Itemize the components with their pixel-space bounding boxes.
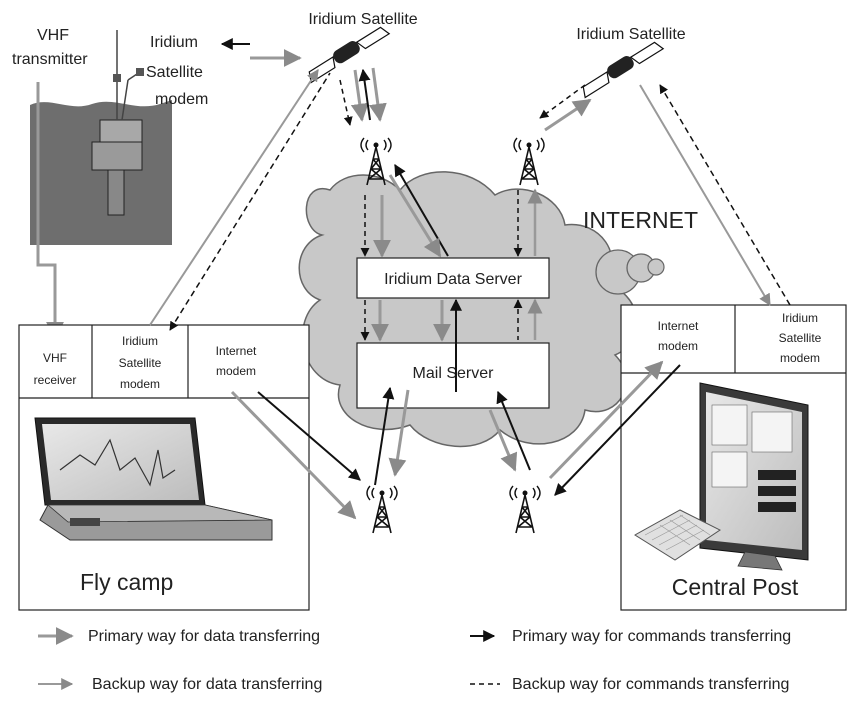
svg-text:transmitter: transmitter bbox=[12, 51, 88, 68]
internet-label: INTERNET bbox=[583, 207, 698, 233]
cp-iridium-modem-cell-line3: modem bbox=[780, 351, 820, 365]
legend-primary-commands-label: Primary way for commands transferring bbox=[512, 628, 791, 645]
central-post-title: Central Post bbox=[672, 574, 799, 600]
radio-tower-icon bbox=[366, 485, 398, 534]
iridium-satellite-left-label: Iridium Satellite bbox=[308, 11, 417, 28]
radio-tower-icon bbox=[360, 137, 392, 186]
cp-internet-modem-cell-line2: modem bbox=[658, 339, 698, 353]
command-arrow bbox=[496, 390, 531, 471]
command-arrow bbox=[374, 386, 395, 486]
command-arrow-backup bbox=[659, 84, 791, 306]
vhf-transmitter-label: VHF transmitter bbox=[12, 27, 88, 68]
data-arrow-backup bbox=[639, 84, 771, 307]
svg-text:Satellite: Satellite bbox=[146, 64, 203, 81]
data-arrow bbox=[230, 390, 357, 520]
iridium-satellite-modem-top-label: Iridium Satellite modem bbox=[146, 34, 208, 108]
keyboard-icon bbox=[634, 509, 721, 561]
svg-text:modem: modem bbox=[155, 91, 208, 108]
cp-internet-modem-cell: Internet bbox=[658, 319, 699, 333]
command-arrow-backup bbox=[169, 72, 331, 331]
data-arrow-backup bbox=[149, 68, 319, 326]
fly-camp-title: Fly camp bbox=[80, 569, 173, 595]
data-arrow-backup bbox=[544, 98, 592, 132]
iridium-modem-cell-line3: modem bbox=[120, 377, 160, 391]
legend-backup-data-label: Backup way for data transferring bbox=[92, 676, 322, 693]
legend: Primary way for data transferring Backup… bbox=[38, 627, 791, 693]
iridium-data-server: Iridium Data Server bbox=[356, 257, 550, 299]
cp-iridium-modem-cell: Iridium bbox=[782, 311, 818, 325]
internet-modem-cell-line2: modem bbox=[216, 364, 256, 378]
mail-server-label: Mail Server bbox=[413, 365, 495, 382]
water-body bbox=[30, 30, 172, 245]
command-arrow-backup bbox=[539, 84, 586, 119]
radio-tower-icon bbox=[513, 137, 545, 186]
mail-server: Mail Server bbox=[356, 342, 550, 409]
satellite-icon bbox=[582, 41, 665, 99]
command-arrow bbox=[358, 68, 371, 121]
command-arrow-backup bbox=[339, 79, 353, 126]
laptop-icon bbox=[34, 417, 273, 541]
iridium-modem-cell-line2: Satellite bbox=[119, 356, 162, 370]
internet-modem-cell: Internet bbox=[216, 344, 257, 358]
command-arrow bbox=[554, 364, 681, 496]
radio-tower-icon bbox=[509, 485, 541, 534]
arrows-layer bbox=[149, 38, 791, 520]
legend-primary-data-label: Primary way for data transferring bbox=[88, 628, 320, 645]
data-arrow bbox=[368, 67, 387, 122]
data-arrow bbox=[388, 174, 442, 258]
legend-item-backup-commands: Backup way for commands transferring bbox=[470, 676, 789, 693]
data-arrow bbox=[548, 360, 664, 480]
vhf-receiver-cell-line2: receiver bbox=[34, 373, 77, 387]
legend-item-primary-data: Primary way for data transferring bbox=[38, 627, 320, 645]
data-arrow bbox=[350, 69, 369, 122]
legend-item-primary-commands: Primary way for commands transferring bbox=[470, 628, 791, 645]
legend-backup-commands-label: Backup way for commands transferring bbox=[512, 676, 789, 693]
data-arrow bbox=[388, 389, 410, 477]
svg-text:Iridium: Iridium bbox=[150, 34, 198, 51]
vhf-link bbox=[36, 82, 64, 340]
data-arrow bbox=[488, 409, 518, 472]
cp-iridium-modem-cell-line2: Satellite bbox=[779, 331, 822, 345]
iridium-data-server-label: Iridium Data Server bbox=[384, 271, 522, 288]
svg-text:VHF: VHF bbox=[37, 27, 69, 44]
command-arrow bbox=[257, 391, 361, 481]
monitor-icon bbox=[699, 382, 809, 571]
iridium-modem-cell: Iridium bbox=[122, 334, 158, 348]
iridium-satellite-right-label: Iridium Satellite bbox=[576, 26, 685, 43]
legend-item-backup-data: Backup way for data transferring bbox=[38, 676, 322, 693]
vhf-receiver-cell: VHF bbox=[43, 351, 67, 365]
